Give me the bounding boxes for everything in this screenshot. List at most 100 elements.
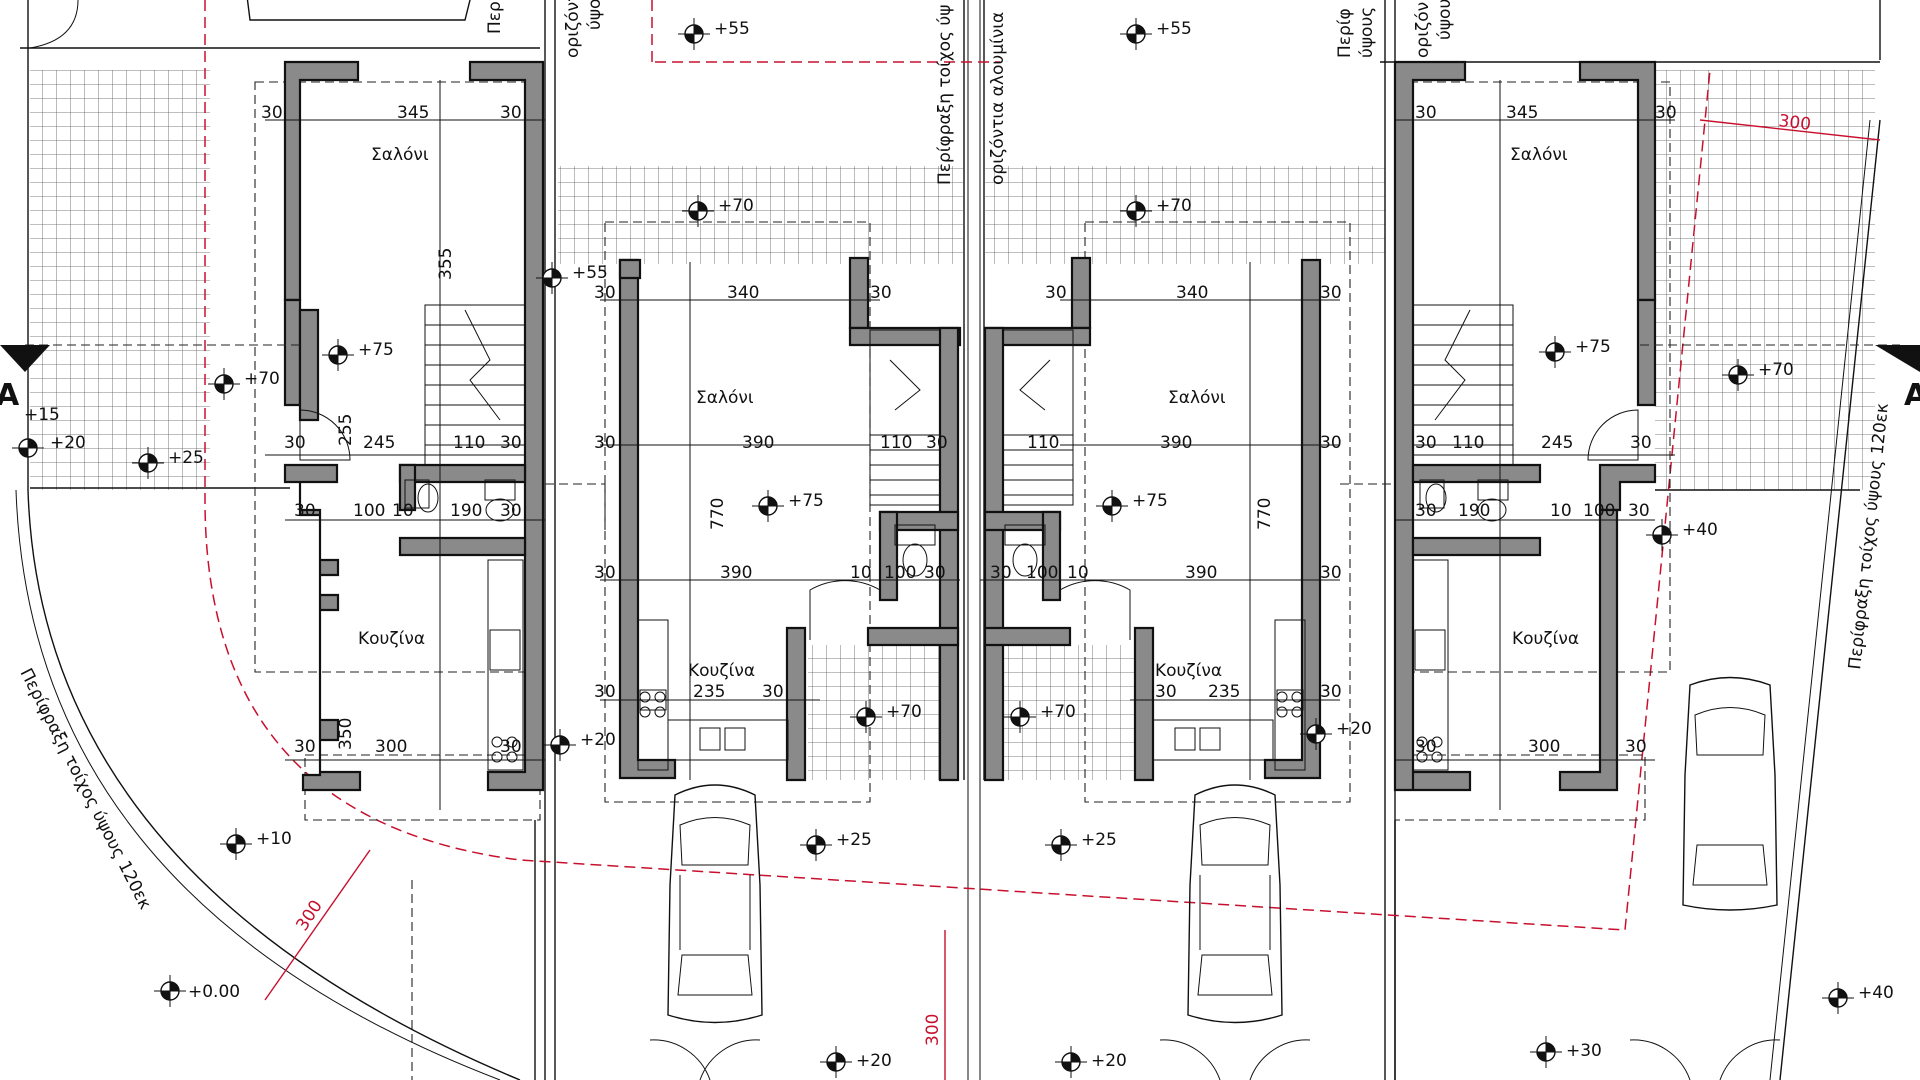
level-label: +40	[1682, 520, 1718, 540]
level-label: +25	[836, 830, 872, 850]
dim-label: 30	[1630, 433, 1652, 453]
fence-wall-note: Περίφραξη τοίχος ύψους 120εκ	[16, 665, 155, 913]
room-label-living: Σαλόνι	[1168, 388, 1226, 408]
dim-label: 190	[450, 501, 482, 521]
level-label: +70	[1040, 702, 1076, 722]
dim-label: 770	[708, 498, 728, 530]
car-2	[1187, 784, 1283, 1024]
level-label: +70	[1758, 360, 1794, 380]
car-3	[1682, 676, 1778, 911]
level-label: +20	[580, 730, 616, 750]
room-label-living: Σαλόνι	[1510, 145, 1568, 165]
dim-label: 770	[1255, 498, 1275, 530]
dim-label: 30	[1415, 501, 1437, 521]
dim-label: 345	[1506, 103, 1538, 123]
dim-label: 245	[363, 433, 395, 453]
level-label: +0.00	[188, 982, 240, 1002]
fence-note: Περίφ	[1335, 8, 1355, 58]
setback-label: 300	[923, 1014, 943, 1046]
height-note: ύψους	[1435, 0, 1455, 40]
dim-label: 30	[594, 283, 616, 303]
dim-label: 30	[926, 433, 948, 453]
dim-label: 30	[500, 103, 522, 123]
level-label: +40	[1858, 983, 1894, 1003]
paving-terrace-center-left	[558, 166, 963, 264]
dim-label: 30	[594, 433, 616, 453]
dimension-labels: 30 345 30 355 255 30 245 110 30 30 100 1…	[261, 103, 1677, 757]
paving-left-garden	[30, 70, 210, 490]
dim-label: 255	[336, 414, 356, 446]
level-label: +75	[788, 491, 824, 511]
level-label: +70	[1156, 196, 1192, 216]
section-mark-a: A	[1904, 378, 1920, 413]
dim-label: 10	[1067, 563, 1089, 583]
fixtures	[404, 479, 1509, 771]
section-arrows	[0, 345, 1920, 372]
dim-label: 30	[261, 103, 283, 123]
dim-label: 30	[990, 563, 1012, 583]
dim-label: 30	[294, 737, 316, 757]
car-1	[667, 784, 763, 1024]
dim-label: 30	[1320, 433, 1342, 453]
room-labels: Σαλόνι Σαλόνι Σαλόνι Σαλόνι Κουζίνα Κουζ…	[358, 145, 1579, 681]
dim-label: 30	[1628, 501, 1650, 521]
level-label: +10	[256, 829, 292, 849]
dim-label: 110	[1027, 433, 1059, 453]
cars	[246, 0, 1778, 1024]
dimension-lines	[25, 80, 1900, 810]
dim-label: 10	[1550, 501, 1572, 521]
setback-label: 300	[292, 897, 326, 935]
dim-label: 30	[1415, 433, 1437, 453]
level-label: +75	[358, 340, 394, 360]
level-label: +75	[1132, 491, 1168, 511]
level-label: +25	[168, 448, 204, 468]
dim-label: 100	[884, 563, 916, 583]
height-note: ύψους	[585, 0, 605, 30]
dim-label: 340	[1176, 283, 1208, 303]
dim-label: 30	[500, 433, 522, 453]
dim-label: 30	[1320, 283, 1342, 303]
room-label-kitchen: Κουζίνα	[1512, 629, 1579, 649]
fence-wall-note: Περίφραξη τοίχος ύψ	[935, 5, 955, 185]
setback-label: 300	[1777, 111, 1812, 135]
dim-label: 10	[392, 501, 414, 521]
level-label: +70	[886, 702, 922, 722]
section-mark-labels: A A	[0, 378, 1920, 413]
room-label-living: Σαλόνι	[696, 388, 754, 408]
dim-label: 30	[594, 563, 616, 583]
dim-label: 340	[727, 283, 759, 303]
level-label: +30	[1566, 1041, 1602, 1061]
paving-right-garden	[1655, 70, 1875, 490]
dim-label: 30	[284, 433, 306, 453]
horizontal-note: οριζόντια	[563, 0, 583, 58]
setback-dims	[264, 119, 1881, 1080]
height-note: ύψους	[1357, 7, 1377, 58]
dim-label: 390	[742, 433, 774, 453]
dim-label: 30	[1320, 563, 1342, 583]
fence-lines	[15, 0, 1881, 1080]
level-label: +70	[244, 369, 280, 389]
level-labels: +55 +55 +70 +70 +55 +75 +75 +70 +70 +15 …	[24, 19, 1894, 1071]
dim-label: 390	[1185, 563, 1217, 583]
horizontal-note: οριζόν	[1413, 2, 1433, 58]
dim-label: 100	[1026, 563, 1058, 583]
car-4	[246, 0, 471, 21]
dim-label: 30	[500, 737, 522, 757]
dim-label: 350	[336, 718, 356, 750]
dim-label: 355	[436, 248, 456, 280]
dim-label: 30	[924, 563, 946, 583]
level-label: +55	[572, 263, 608, 283]
dim-label: 30	[762, 682, 784, 702]
dim-label: 110	[880, 433, 912, 453]
paving-terrace-center-right	[985, 166, 1385, 264]
dim-label: 390	[1160, 433, 1192, 453]
dim-label: 110	[1452, 433, 1484, 453]
level-label: +55	[714, 19, 750, 39]
room-label-living: Σαλόνι	[371, 145, 429, 165]
dim-label: 30	[1320, 682, 1342, 702]
dim-label: 30	[1655, 103, 1677, 123]
dim-label: 30	[500, 501, 522, 521]
dim-label: 235	[1208, 682, 1240, 702]
dim-label: 10	[850, 563, 872, 583]
